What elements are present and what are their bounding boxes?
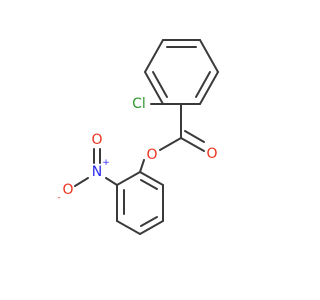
bond: [116, 171, 141, 186]
bond: [144, 39, 164, 73]
bond: [144, 71, 164, 105]
bond: [116, 220, 141, 235]
double-bond-inner: [184, 130, 205, 143]
nitro-oxygen-single-atom-label: O: [62, 182, 73, 198]
bond: [199, 39, 219, 73]
double-bond-inner: [140, 179, 158, 190]
nitro-nitrogen-atom-label: N: [92, 164, 102, 180]
bond: [139, 171, 164, 186]
negative-charge-label: -: [57, 193, 60, 203]
positive-charge-label: +: [102, 158, 110, 168]
molecule-diagram: Cl O O N + O O -: [57, 39, 219, 235]
bond: [105, 177, 118, 186]
chlorophenyl-ring: [144, 39, 219, 105]
nitro-oxygen-double-atom-label: O: [91, 132, 102, 148]
bond: [180, 137, 205, 152]
bond: [159, 137, 182, 151]
bond: [74, 177, 89, 187]
carbonyl-oxygen-atom-label: O: [206, 146, 217, 162]
bond: [199, 71, 219, 105]
double-bond-inner: [195, 71, 211, 98]
double-bond-inner: [152, 71, 168, 98]
ester-oxygen-atom-label: O: [146, 147, 157, 163]
double-bond-inner: [140, 216, 158, 227]
nitrophenyl-ring: [116, 171, 164, 235]
bond: [139, 220, 164, 235]
chlorine-atom-label: Cl: [132, 96, 146, 112]
bond: [139, 159, 145, 173]
